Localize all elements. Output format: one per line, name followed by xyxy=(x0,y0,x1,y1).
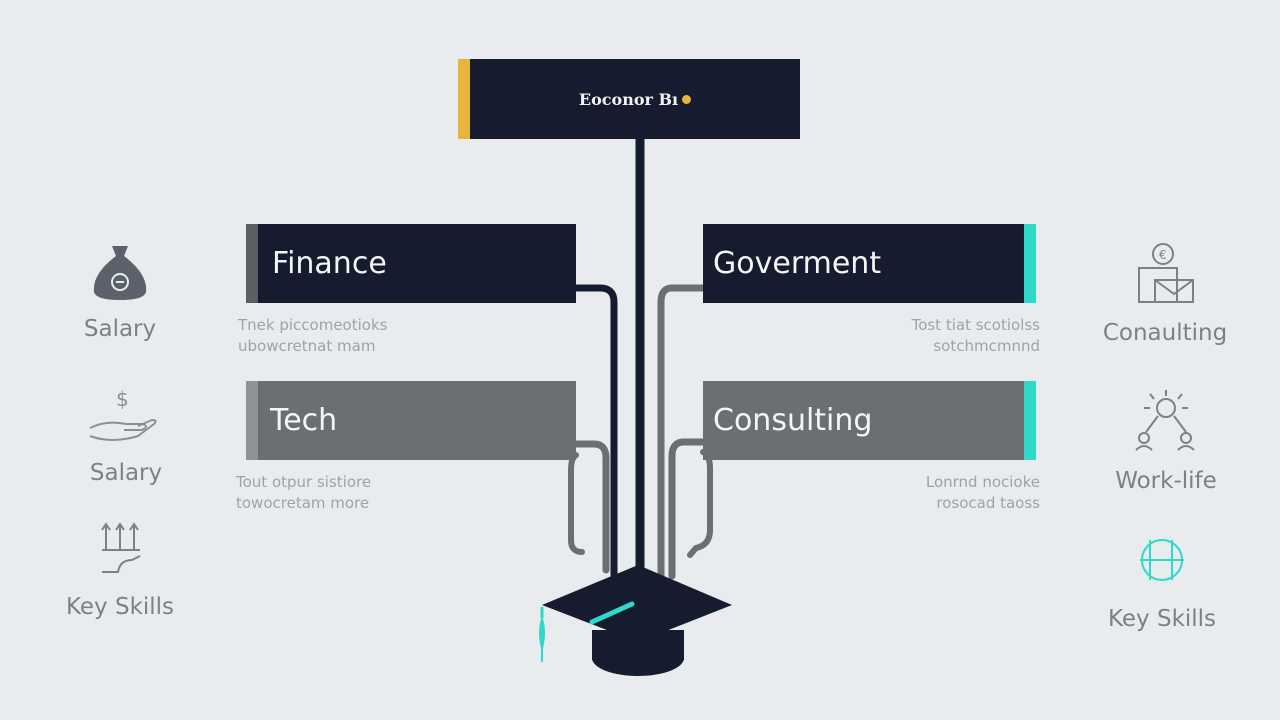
diagram-title: Eoconor Bı xyxy=(578,89,679,109)
consulting-desc: Lonrnd nocioke rosocad taoss xyxy=(925,473,1040,512)
left-label-salary-2: Salary xyxy=(89,460,163,486)
money-bag-icon xyxy=(93,246,147,300)
consulting-connector xyxy=(668,438,707,580)
consulting-card[interactable]: Consulting xyxy=(703,381,1036,460)
svg-text:€: € xyxy=(1159,248,1167,262)
government-label: Goverment xyxy=(713,246,882,281)
tech-card[interactable]: Tech xyxy=(246,381,576,460)
tech-desc: Tout otpur sistiore towocretam more xyxy=(236,473,372,512)
title-box xyxy=(458,59,800,139)
tech-label: Tech xyxy=(270,403,338,438)
growth-arrows-icon xyxy=(101,522,141,573)
consulting-connector-2 xyxy=(687,449,713,558)
left-item-salary-1: Salary xyxy=(40,236,200,346)
right-label-key-skills: Key Skills xyxy=(1107,606,1217,632)
right-item-consulting: € Conaulting xyxy=(1085,240,1245,350)
government-connector xyxy=(657,284,707,584)
finance-desc: Tnek piccomeotioks ubowcretnat mam xyxy=(238,316,388,355)
government-card-strip xyxy=(1024,224,1036,303)
hand-dollar-icon: $ xyxy=(89,387,157,441)
tech-card-strip xyxy=(246,381,258,460)
tech-connector-2 xyxy=(568,452,585,555)
briefcase-person-icon: € xyxy=(1138,243,1194,303)
target-icon xyxy=(1140,539,1184,581)
finance-connector xyxy=(572,284,618,589)
right-item-key-skills: Key Skills xyxy=(1082,532,1242,642)
svg-text:$: $ xyxy=(116,387,129,411)
right-label-consulting: Conaulting xyxy=(1102,320,1228,346)
consulting-card-strip xyxy=(1024,381,1036,460)
title-label-wrap: Eoconor Bı xyxy=(470,59,800,139)
finance-label: Finance xyxy=(272,246,387,281)
government-card[interactable]: Goverment xyxy=(703,224,1036,303)
balance-people-icon xyxy=(1135,390,1195,451)
left-label-salary-1: Salary xyxy=(83,316,157,342)
tech-connector xyxy=(572,440,610,574)
gear-icon xyxy=(682,94,692,104)
finance-card-strip xyxy=(246,224,258,303)
government-desc: Tost tiat scotiolss sotchmcmnnd xyxy=(911,316,1040,355)
graduation-cap-icon xyxy=(539,565,732,676)
left-item-key-skills: Key Skills xyxy=(40,516,200,626)
right-label-work-life: Work-life xyxy=(1115,468,1217,494)
finance-card[interactable]: Finance xyxy=(246,224,576,303)
title-accent xyxy=(458,59,470,139)
left-label-key-skills: Key Skills xyxy=(65,594,175,620)
left-item-salary-2: $ Salary xyxy=(46,384,206,494)
consulting-label: Consulting xyxy=(713,403,873,438)
right-item-work-life: Work-life xyxy=(1086,386,1246,496)
